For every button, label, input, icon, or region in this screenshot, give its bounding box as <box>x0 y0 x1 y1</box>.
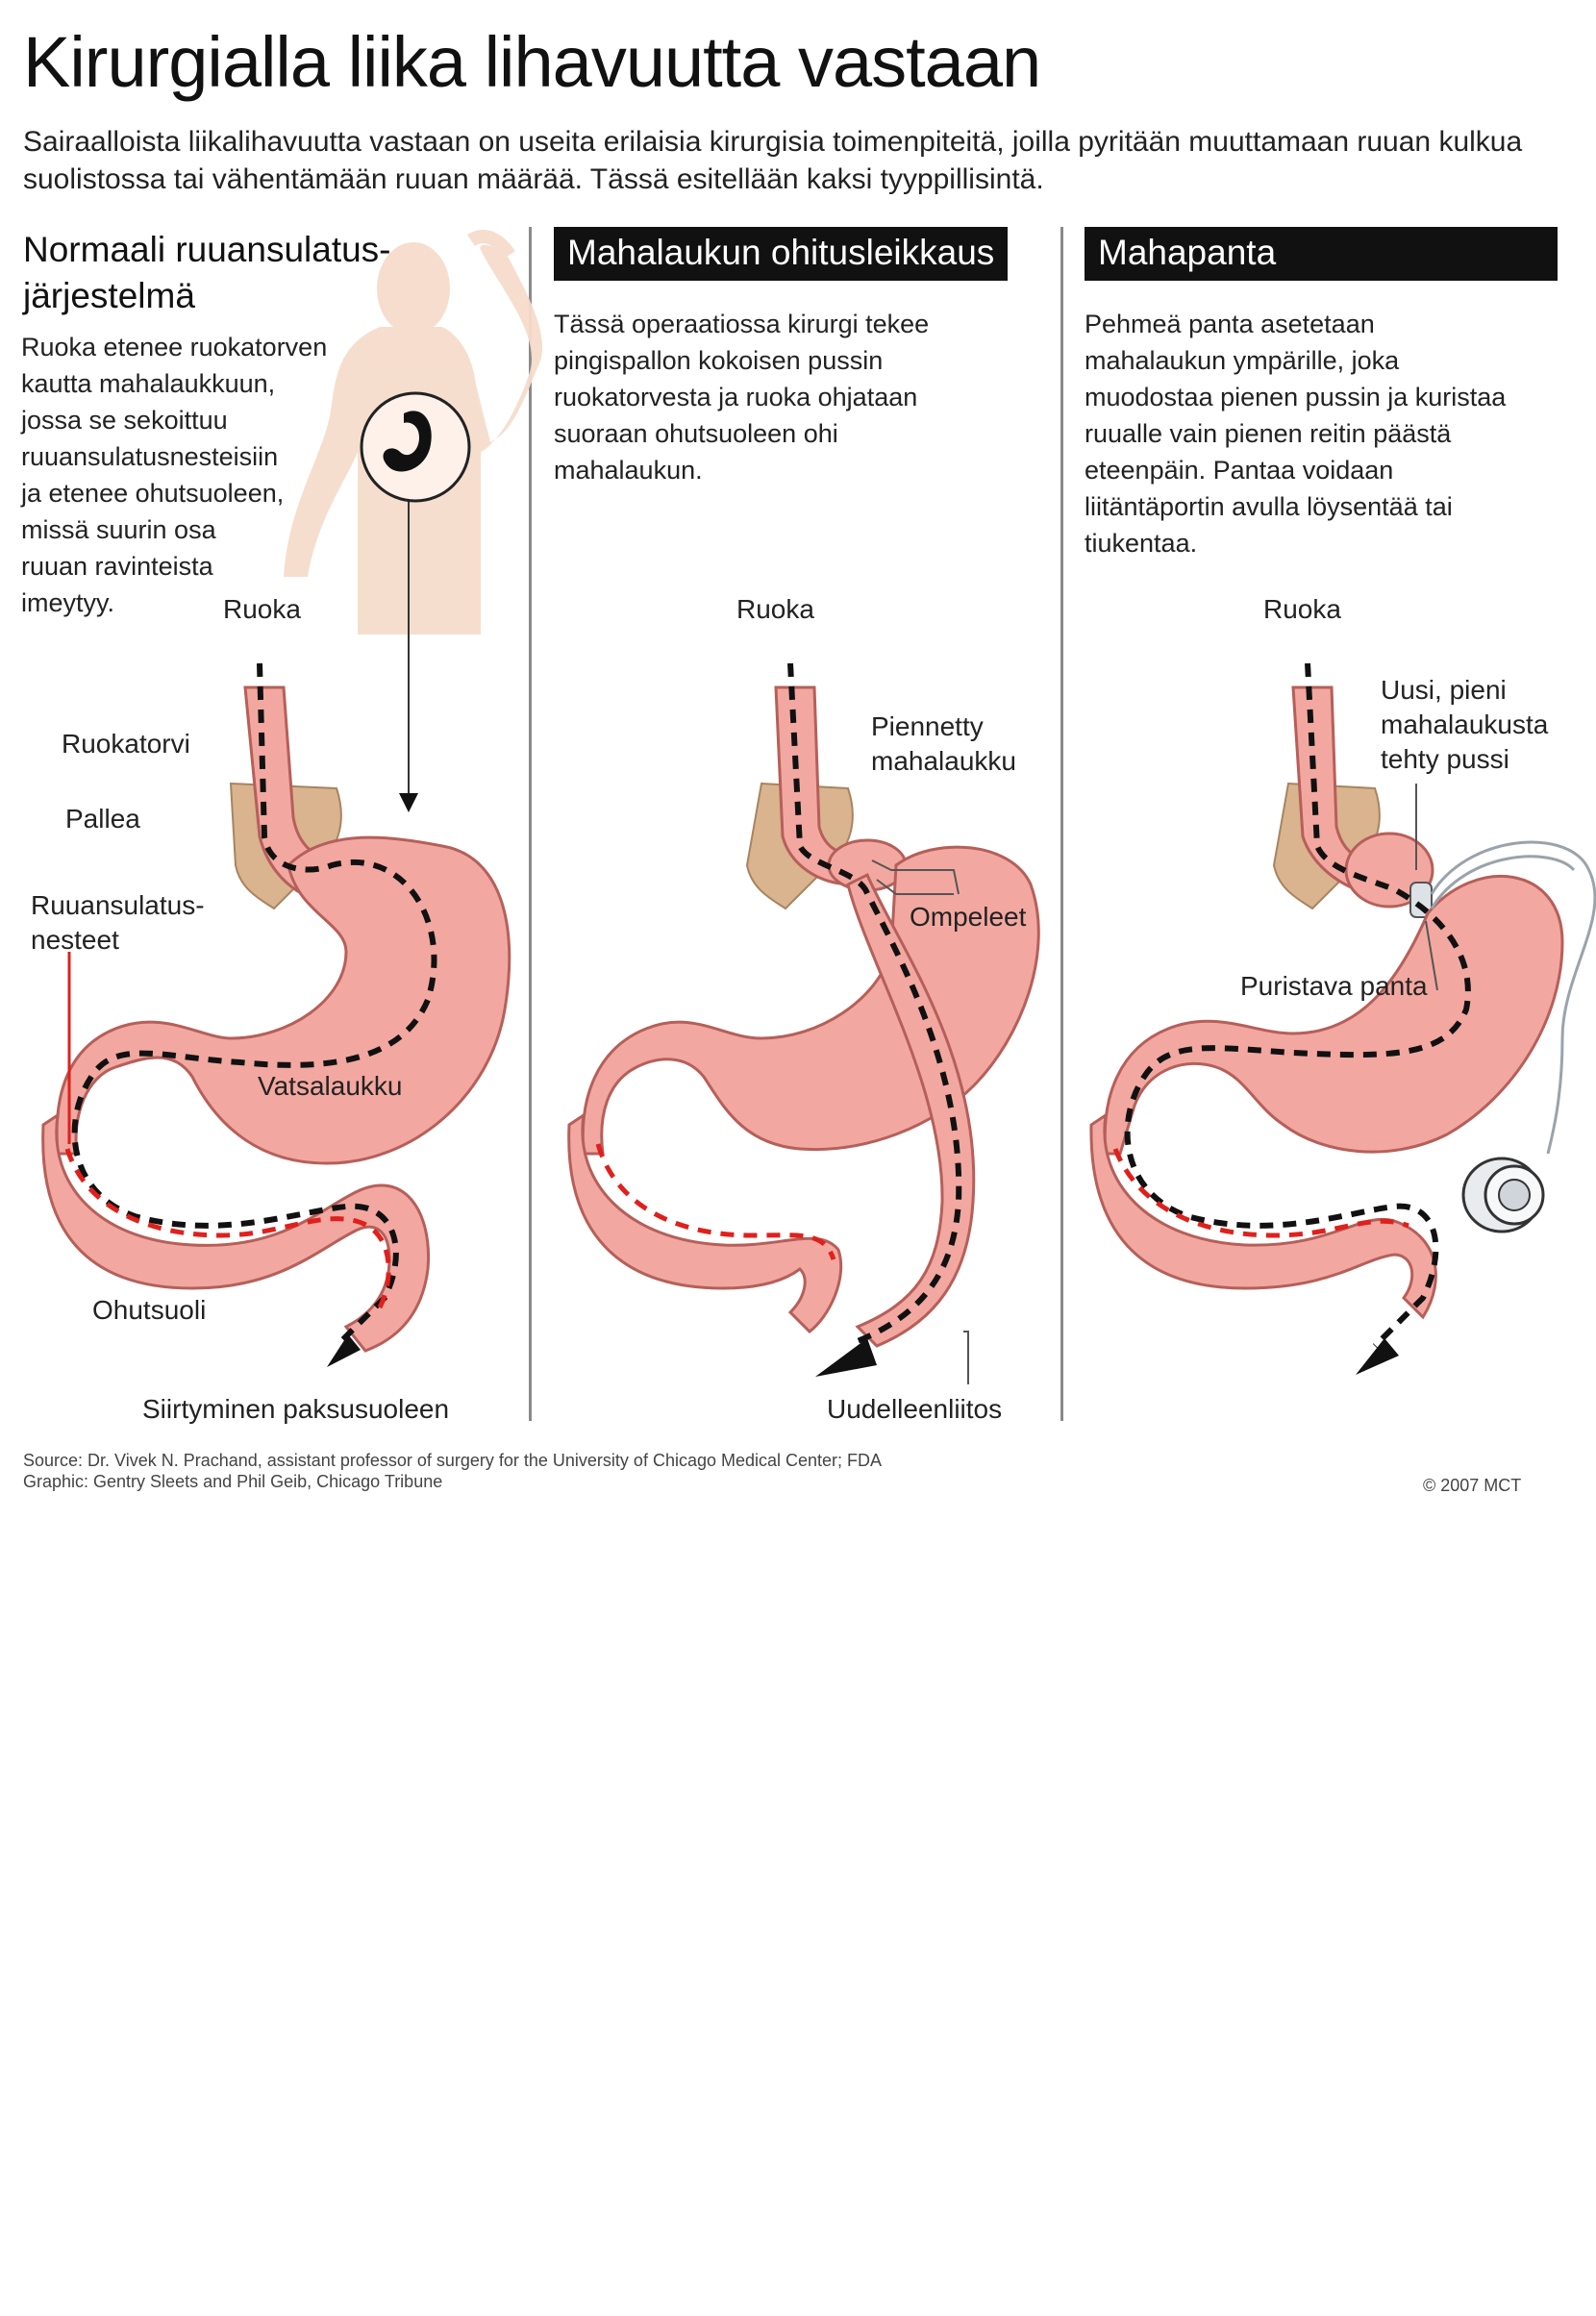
column-divider-2 <box>1060 227 1063 1421</box>
panel3-anatomy <box>1089 662 1596 1375</box>
panel2-anatomy <box>567 662 1040 1384</box>
label-to-colon: Siirtyminen paksusuoleen <box>142 1394 450 1424</box>
column-divider-1 <box>529 227 532 1421</box>
footer-source: Source: Dr. Vivek N. Prachand, assistant… <box>23 1451 883 1470</box>
panel2-description: Tässä operaatiossa kirurgi tekee pingisp… <box>554 310 930 485</box>
page-title: Kirurgialla liika lihavuutta vastaan <box>23 22 1041 102</box>
label-esophagus: Ruokatorvi <box>62 729 190 759</box>
label-reconnection: Uudelleenliitos <box>827 1394 1003 1424</box>
label-small-intestine: Ohutsuoli <box>92 1295 207 1325</box>
footer-copyright: © 2007 MCT <box>1423 1476 1522 1495</box>
label-stomach: Vatsalaukku <box>258 1071 403 1101</box>
label-food-3: Ruoka <box>1263 594 1341 624</box>
panel1-heading: Normaali ruuansulatus- järjestelmä <box>23 227 391 319</box>
label-reduced-stomach: Piennetty mahalaukku <box>871 711 1016 776</box>
panel3-heading: Mahapanta <box>1085 227 1558 281</box>
label-food-1: Ruoka <box>223 594 301 624</box>
label-digestive-fluids: Ruuansulatus- nesteet <box>31 890 205 955</box>
stomach-locator-icon <box>360 391 471 503</box>
label-band: Puristava panta <box>1240 971 1428 1001</box>
panel1-description: Ruoka etenee ruokatorven kautta mahalauk… <box>21 333 328 617</box>
panel1-heading-line2: järjestelmä <box>23 276 195 315</box>
footer-graphic: Graphic: Gentry Sleets and Phil Geib, Ch… <box>23 1472 443 1491</box>
panel3-description: Pehmeä panta asetetaan mahalaukun ympäri… <box>1085 310 1507 558</box>
illustration <box>41 230 1596 1384</box>
label-new-pouch: Uusi, pieni mahalaukusta tehty pussi <box>1381 675 1549 774</box>
label-food-2: Ruoka <box>736 594 814 624</box>
label-diaphragm: Pallea <box>65 804 140 834</box>
intro-text: Sairaalloista liikalihavuutta vastaan on… <box>23 126 1523 195</box>
panel1-heading-line1: Normaali ruuansulatus- <box>23 230 391 269</box>
panel1-anatomy <box>41 662 511 1367</box>
label-stitches: Ompeleet <box>910 902 1027 932</box>
panel2-heading: Mahalaukun ohitusleikkaus <box>554 227 1009 281</box>
